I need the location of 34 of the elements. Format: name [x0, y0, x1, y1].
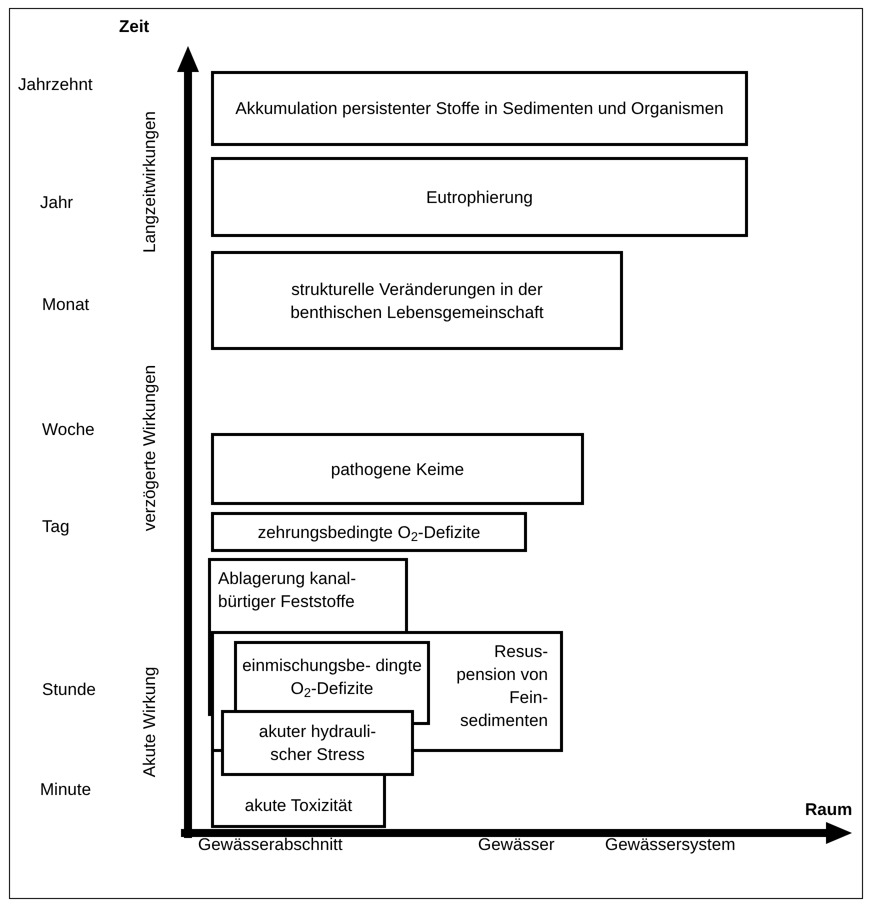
effect-box — [208, 558, 408, 631]
scale-label: Jahrzehnt — [18, 75, 93, 95]
axis-title: Zeit — [119, 17, 150, 37]
effect-text: Akkumulation persistenter Stoffe in Sedimenten und Organismen — [235, 98, 724, 120]
effect-box — [211, 157, 748, 237]
effect-box — [221, 710, 414, 776]
effect-box — [211, 71, 748, 146]
scale-label: Gewässersystem — [605, 835, 736, 855]
effect-text: zehrungsbedingte O$_{2}$-Defizite — [258, 522, 480, 544]
scale-label: Monat — [42, 295, 90, 315]
scale-label: Gewässer — [478, 835, 555, 855]
effect-box — [211, 776, 386, 828]
phase-label: verzögerte Wirkungen — [140, 364, 160, 532]
effect-text: strukturelle Veränderungen in der benthischen Lebensgemeinschaft — [289, 278, 545, 324]
effect-text: pathogene Keime — [330, 458, 464, 480]
phase-label: Akute Wirkung — [140, 666, 160, 778]
effect-box — [234, 641, 430, 710]
effect-text: Ablagerung kanal- bürtiger Feststoffe — [218, 568, 357, 613]
scale-label: Tag — [42, 517, 70, 537]
scale-label: Jahr — [40, 193, 74, 213]
effect-text: akute Toxizität — [244, 795, 352, 817]
scale-label: Minute — [40, 780, 92, 800]
effect-text: Resus- pension von Fein- sedimenten — [456, 641, 548, 732]
scale-label: Stunde — [42, 680, 96, 700]
effect-box — [211, 251, 623, 350]
effect-box — [211, 433, 584, 505]
scale-label: Gewässerabschnitt — [198, 835, 343, 855]
scale-label: Woche — [42, 420, 95, 440]
effect-text: akuter hydrauli- scher Stress — [258, 721, 378, 766]
effect-box — [211, 512, 527, 552]
effect-text: einmischungsbe- dingte O$_{2}$-Defizite — [242, 655, 422, 700]
axis-title: Raum — [805, 800, 852, 820]
effect-text: Eutrophierung — [426, 186, 533, 208]
phase-label: Langzeitwirkungen — [140, 111, 160, 253]
